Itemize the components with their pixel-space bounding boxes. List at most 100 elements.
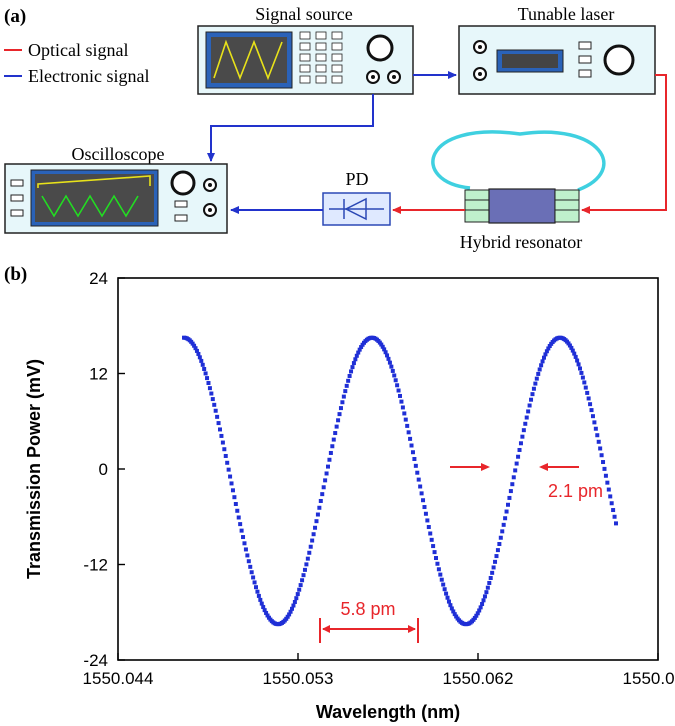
data-point (579, 370, 584, 375)
y-tick-label: 24 (89, 269, 108, 288)
data-point (406, 430, 411, 435)
annotations: 5.8 pm 2.1 pm (319, 463, 603, 643)
legend-electronic-label: Electronic signal (28, 66, 149, 86)
data-point (530, 392, 535, 397)
data-point (605, 480, 610, 485)
data-point (334, 424, 339, 429)
data-point (320, 492, 325, 497)
data-point (292, 599, 297, 604)
data-point (614, 521, 618, 526)
data-point (386, 356, 391, 361)
data-point (357, 347, 362, 352)
data-point (543, 352, 548, 357)
photodiode-device (322, 192, 391, 226)
data-point (236, 515, 241, 520)
data-point (310, 538, 315, 543)
keypad-key (315, 31, 327, 40)
data-point (287, 612, 292, 617)
data-point (326, 464, 330, 469)
data-point (439, 577, 444, 582)
data-point (402, 411, 407, 416)
data-point (567, 343, 572, 348)
data-point (521, 428, 526, 433)
data-point (595, 433, 600, 438)
data-point (547, 343, 552, 348)
data-point (235, 508, 240, 513)
data-point (491, 565, 496, 570)
data-point (419, 491, 424, 496)
data-point (436, 567, 441, 572)
data-point (242, 541, 247, 546)
data-point (517, 447, 522, 452)
data-point (529, 397, 534, 402)
data-point (202, 366, 207, 371)
data-point (359, 345, 364, 350)
data-point (226, 467, 231, 472)
data-point (428, 531, 433, 536)
data-point (602, 466, 607, 471)
data-point (288, 609, 293, 614)
laser-knob-icon (603, 44, 635, 76)
data-point (392, 373, 397, 378)
data-point (418, 484, 423, 489)
data-point (243, 547, 248, 552)
data-point (294, 596, 299, 601)
signal-source-device (197, 25, 414, 95)
signal-source-title: Signal source (255, 4, 352, 24)
data-point (223, 453, 228, 458)
data-point (487, 580, 492, 585)
data-point (588, 402, 593, 407)
data-point (212, 402, 217, 407)
data-point (429, 537, 434, 542)
data-point (511, 475, 516, 480)
data-point (572, 351, 577, 356)
fiber-loop (431, 130, 606, 192)
keypad-key (331, 64, 343, 73)
data-point (493, 559, 498, 564)
legend: Optical signal Electronic signal (4, 40, 149, 86)
data-point (566, 341, 571, 346)
data-point (210, 397, 215, 402)
data-point (351, 361, 356, 366)
fwhm-label: 2.1 pm (548, 481, 603, 501)
data-point (523, 421, 528, 426)
data-point (297, 587, 302, 592)
data-point (540, 359, 545, 364)
data-point (582, 380, 587, 385)
data-point (302, 567, 307, 572)
data-point (232, 495, 237, 500)
data-point (448, 603, 453, 608)
data-point (349, 369, 354, 374)
data-point (193, 346, 198, 351)
data-point (609, 501, 614, 506)
data-point (192, 343, 197, 348)
hybrid-resonator-device (431, 130, 606, 224)
data-point (589, 408, 594, 413)
data-point (350, 365, 355, 370)
data-point (580, 375, 585, 380)
data-point (484, 590, 489, 595)
data-point (527, 403, 532, 408)
data-point (508, 489, 513, 494)
x-tick-label: 1550.071 (623, 669, 675, 688)
data-point (353, 357, 358, 362)
data-point (612, 514, 617, 519)
data-point (218, 427, 222, 432)
triangle-trace-icon (41, 194, 139, 218)
data-point (344, 383, 349, 388)
sawtooth-wave-icon (213, 39, 283, 81)
data-point (570, 348, 575, 353)
legend-optical-label: Optical signal (28, 40, 128, 60)
data-point (291, 603, 296, 608)
data-point (416, 477, 421, 482)
data-point (481, 598, 486, 603)
data-point (495, 548, 500, 553)
data-point (399, 399, 404, 404)
data-point (603, 473, 608, 478)
data-point (315, 512, 320, 517)
data-point (398, 393, 402, 398)
keypad-key (299, 42, 311, 51)
data-point (599, 453, 604, 458)
data-point (434, 556, 438, 561)
data-point (537, 367, 542, 372)
